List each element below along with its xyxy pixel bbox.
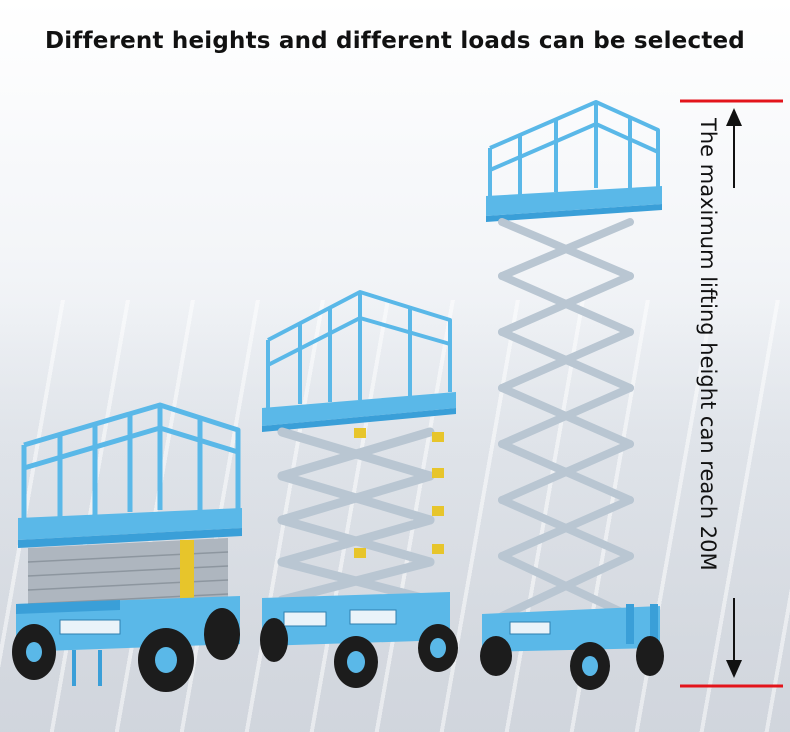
lift-medium (260, 290, 458, 688)
headline: Different heights and different loads ca… (45, 28, 745, 54)
lift-small (12, 402, 242, 692)
max-height-caption: The maximum lifting height can reach 20M (696, 118, 720, 571)
lift-tall (480, 100, 664, 690)
height-marker (680, 99, 783, 688)
